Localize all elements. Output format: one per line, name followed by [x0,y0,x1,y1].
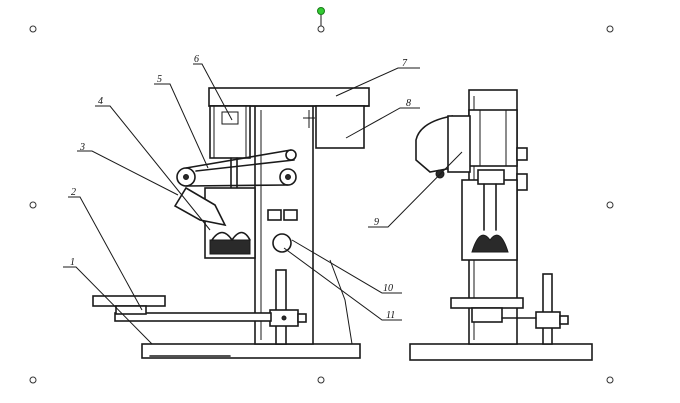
label-2: 2 [71,187,76,198]
resize-handle-left[interactable] [29,201,37,209]
resize-handle-top[interactable] [317,25,325,33]
resize-handle-top-left[interactable] [29,25,37,33]
resize-handle-bottom-right[interactable] [606,376,614,384]
label-8: 8 [406,98,411,109]
motor-right [315,105,365,149]
platform [92,295,166,307]
label-3: 3 [79,142,85,153]
side-rail [542,273,553,345]
side-motor [468,109,518,167]
impeller [209,239,251,255]
side-view [409,89,593,361]
part-labels: 1 2 3 4 5 6 7 8 9 10 11 [70,54,411,321]
knob [272,233,292,253]
label-11: 11 [386,310,395,321]
switch-right [283,209,298,221]
label-4: 4 [98,96,103,107]
top-pulley [285,149,297,161]
rotation-handle[interactable] [317,7,325,15]
label-7: 7 [402,58,408,69]
resize-handle-bottom-left[interactable] [29,376,37,384]
resize-handle-top-right[interactable] [606,25,614,33]
label-9: 9 [374,217,379,228]
support-arm [114,312,272,322]
top-arm [208,87,370,107]
switch-left [267,209,282,221]
front-view [92,87,370,359]
belt-guard [415,115,453,173]
label-10: 10 [383,283,393,294]
selection-frame[interactable] [29,7,614,384]
feed-chute [173,186,227,227]
label-6: 6 [194,54,199,65]
resize-handle-bottom[interactable] [317,376,325,384]
base-plate [141,343,361,359]
label-5: 5 [157,74,162,85]
vertical-rail [275,269,287,345]
motor-upper [209,105,251,159]
leader-lines [63,63,463,345]
side-impeller [471,234,509,253]
drive-belt-top [185,149,292,169]
label-1: 1 [70,257,75,268]
side-base [409,343,593,361]
resize-handle-right[interactable] [606,201,614,209]
side-platform [450,297,524,309]
